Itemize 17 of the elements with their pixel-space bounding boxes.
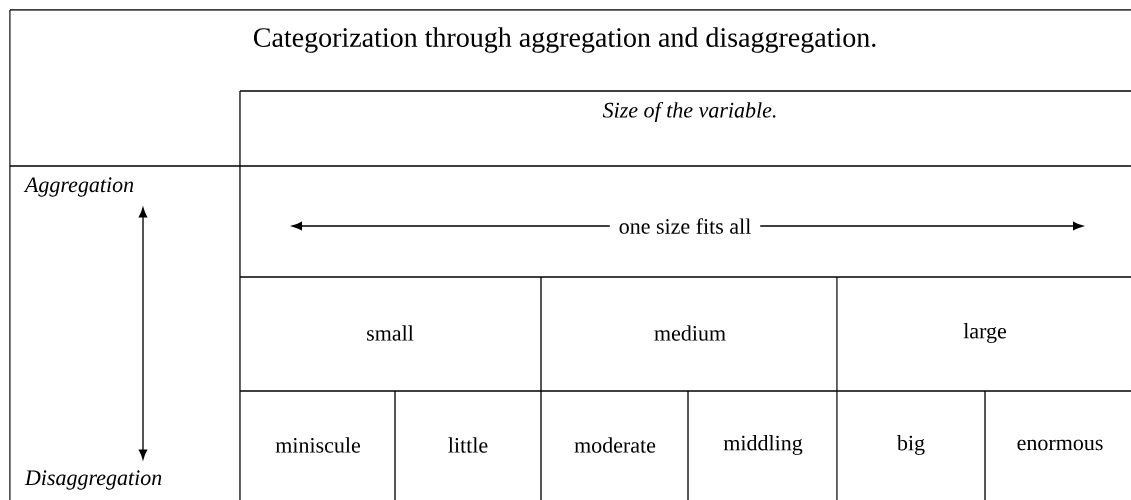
arrow [292,221,611,231]
cell-text: little [448,437,488,453]
table-heading: Size of the variable. [602,101,776,123]
arrow [759,221,1084,231]
cell-text: large [963,323,1007,343]
arrow [138,207,148,460]
cell-text: medium [654,325,726,341]
cell-text: small [367,325,414,341]
text-label: one size fits all [619,218,751,234]
text-label: Aggregation [23,177,134,197]
cell-text: miniscule [275,437,360,453]
cell-text: enormous [1017,439,1103,451]
cell-text: middling [723,435,803,455]
cell-text: moderate [574,437,656,453]
text-label: Disaggregation [24,470,162,490]
cell-text: big [896,435,925,455]
title: Categorization through aggregation and disaggregation. [253,27,876,53]
